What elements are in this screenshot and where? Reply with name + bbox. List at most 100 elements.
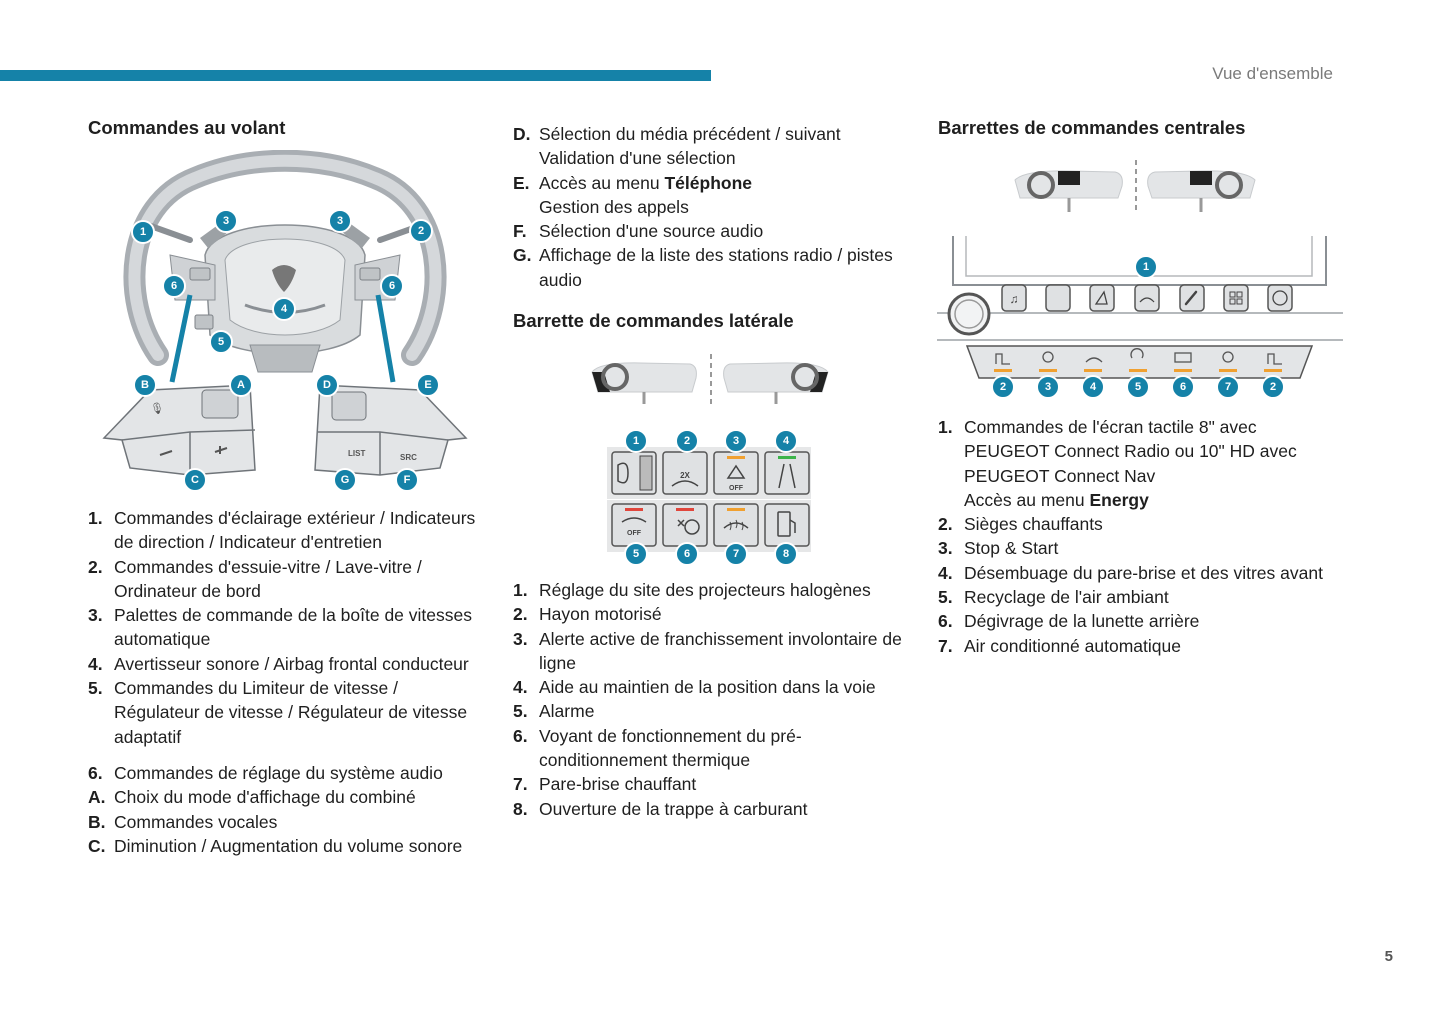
badge-1: 1 [131,220,155,244]
alarm-off-label: OFF [627,530,642,537]
page-number: 5 [1384,948,1393,965]
console-badge-4: 4 [1081,375,1105,399]
list-item: 5.Recyclage de l'air ambiant [938,587,1169,608]
svg-text:6: 6 [389,280,395,292]
svg-text:🎙: 🎙 [150,402,164,415]
list-item: 1.Commandes d'éclairage extérieur / Indi… [88,508,476,553]
heading-steering-controls: Commandes au volant [88,117,286,138]
panel-badge-2: 2 [675,429,699,453]
pod-label-list: LIST [348,449,365,458]
svg-text:2: 2 [1270,381,1276,393]
hatch-icon-label: 2X [680,471,690,480]
svg-text:4: 4 [281,303,288,315]
list-item: G.Affichage de la liste des stations rad… [513,245,893,290]
apps-icon [1223,284,1249,312]
badge-3-left: 3 [214,209,238,233]
badge-5: 5 [209,330,233,354]
lane-alert-off-label: OFF [729,485,744,492]
list-item: 7.Air conditionné automatique [938,635,1181,656]
recirculation-icon [1130,348,1144,359]
panel-badge-7: 7 [724,542,748,566]
panel-badge-8: 8 [774,542,798,566]
badge-6-right: 6 [380,274,404,298]
svg-text:1: 1 [140,226,146,238]
list-item: 1.Commandes de l'écran tactile 8" avec P… [938,417,1297,510]
lane-alert-icon [726,464,746,479]
badge-a: A [229,373,253,397]
console-badge-2-left: 2 [991,375,1015,399]
svg-text:F: F [404,474,411,486]
side-controls-list: 1.Réglage du site des projecteurs halogè… [513,578,913,821]
list-item: 1.Réglage du site des projecteurs halogè… [513,580,871,600]
svg-text:2: 2 [684,435,690,447]
list-item: 4.Désembuage du pare-brise et des vitres… [938,562,1323,583]
list-item: 4.Avertisseur sonore / Airbag frontal co… [88,653,469,674]
steering-controls-list: 1.Commandes d'éclairage extérieur / Indi… [88,506,488,858]
media-icon [1001,284,1027,312]
badge-c: C [183,468,207,492]
tailgate-icon [671,480,699,487]
central-controls-illustration: ♫ 1 2 3 4 5 6 7 2 [937,160,1343,399]
svg-text:♫: ♫ [1010,292,1019,306]
svg-text:6: 6 [171,280,177,292]
list-item: 6.Commandes de réglage du système audio [88,762,443,783]
badge-2: 2 [409,219,433,243]
svg-text:B: B [141,379,149,391]
alarm-icon [621,517,647,523]
svg-text:1: 1 [633,435,639,447]
svg-text:8: 8 [783,548,789,560]
panel-badge-5: 5 [624,542,648,566]
steering-wheel-illustration: 🎙 LIST SRC 1 2 3 3 4 5 6 6 A B C D E F G [102,150,468,492]
preconditioning-icon [684,519,700,535]
rear-defrost-icon [1174,352,1192,363]
svg-text:2: 2 [418,225,424,237]
list-item: D.Sélection du média précédent / suivant… [513,124,841,169]
svg-text:3: 3 [337,215,343,227]
svg-text:4: 4 [783,435,790,447]
panel-badge-1: 1 [624,429,648,453]
side-controls-illustration: 2X OFF OFF 1 2 3 4 5 6 7 8 [591,354,829,566]
pod-label-src: SRC [400,453,417,462]
badge-g: G [333,468,357,492]
svg-text:5: 5 [633,548,639,560]
svg-text:3: 3 [733,435,739,447]
svg-text:A: A [237,379,245,391]
svg-text:5: 5 [218,336,224,348]
badge-3-right: 3 [328,209,352,233]
badge-f: F [395,468,419,492]
heading-central-controls: Barrettes de commandes centrales [938,117,1246,138]
svg-text:C: C [191,474,199,486]
top-accent-bar [0,70,711,81]
heated-seat-right-icon [1267,353,1282,365]
panel-badge-4: 4 [774,429,798,453]
console-badge-5: 5 [1126,375,1150,399]
list-item: 2.Sièges chauffants [938,514,1103,535]
auto-ac-icon [1222,351,1234,363]
list-item: 3.Alerte active de franchissement involo… [513,628,902,673]
panel-badge-3: 3 [724,429,748,453]
badge-6-left: 6 [162,274,186,298]
energy-icon [1267,284,1293,312]
console-badge-6: 6 [1171,375,1195,399]
list-item: 5.Alarme [513,701,595,722]
svg-text:G: G [341,474,350,486]
panel-badge-6: 6 [675,542,699,566]
list-item: 5.Commandes du Limiteur de vitesse / Rég… [88,678,468,747]
list-item: 3.Stop & Start [938,538,1059,559]
windscreen-demist-icon [1085,357,1103,363]
svg-text:2: 2 [1000,381,1006,393]
section-label: Vue d'ensemble [1212,64,1333,83]
steering-controls-list-continued: D.Sélection du média précédent / suivant… [513,122,913,292]
list-item: 2.Hayon motorisé [513,604,662,625]
badge-b: B [133,373,157,397]
svg-text:6: 6 [684,548,690,560]
heated-windscreen-icon [723,522,749,529]
svg-text:4: 4 [1090,381,1097,393]
central-controls-list: 1.Commandes de l'écran tactile 8" avec P… [938,415,1328,658]
svg-text:5: 5 [1135,381,1141,393]
list-item: 3.Palettes de commande de la boîte de vi… [88,605,472,650]
list-item: 6.Voyant de fonctionnement du pré-condit… [513,725,802,771]
svg-text:D: D [323,379,331,391]
heading-side-controls: Barrette de commandes latérale [513,310,794,331]
